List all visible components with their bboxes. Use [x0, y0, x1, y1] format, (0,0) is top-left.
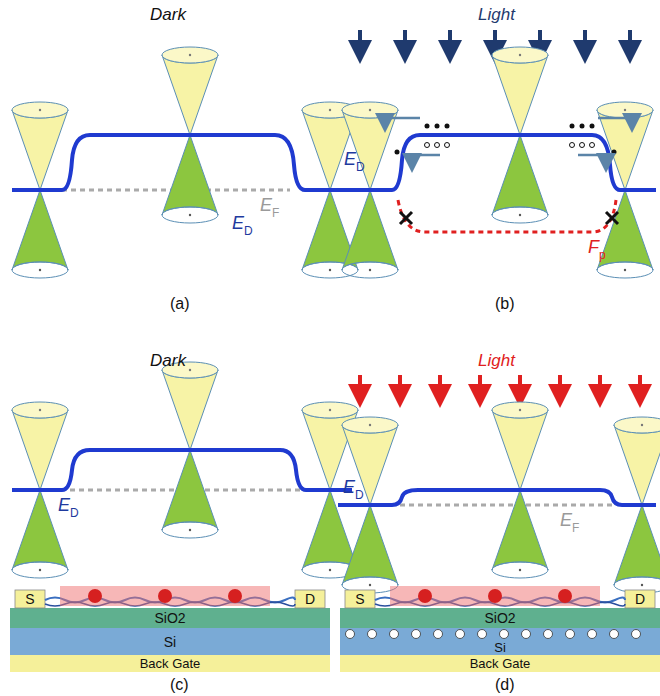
layer-label: Back Gate	[470, 657, 531, 670]
panel-label: (d)	[495, 677, 515, 693]
energy-subscript: p	[599, 249, 606, 261]
energy-subscript: D	[70, 507, 79, 519]
energy-subscript: F	[572, 522, 579, 534]
energy-symbol: E	[260, 196, 272, 214]
drain-electrode: D	[625, 590, 655, 608]
layer-label: S	[355, 592, 364, 606]
layer-label: D	[635, 592, 645, 606]
energy-symbol: E	[232, 214, 244, 232]
oxide-layer: SiO2	[10, 608, 330, 628]
layer-label: D	[305, 592, 315, 606]
panel-title: Light	[478, 352, 515, 369]
panel-label: (c)	[170, 677, 189, 693]
oxide-layer: SiO2	[340, 608, 660, 628]
panel-title: Dark	[150, 6, 186, 23]
energy-symbol: E	[344, 150, 356, 168]
energy-symbol: E	[343, 478, 355, 496]
energy-subscript: D	[355, 489, 364, 501]
silicon-layer: Si	[10, 628, 330, 655]
layer-label: SiO2	[484, 611, 515, 625]
energy-subscript: D	[356, 161, 365, 173]
back-gate-layer: Back Gate	[340, 655, 660, 672]
layer-label: S	[25, 592, 34, 606]
panel-title: Light	[478, 6, 515, 23]
source-electrode: S	[15, 590, 45, 608]
panel-title: Dark	[150, 352, 186, 369]
panel-label: (b)	[495, 296, 515, 312]
energy-symbol: E	[560, 511, 572, 529]
energy-subscript: F	[272, 207, 279, 219]
layer-label: Si	[164, 635, 176, 649]
energy-symbol: F	[588, 238, 599, 256]
panel-label: (a)	[170, 296, 190, 312]
layer-label: Si	[494, 641, 506, 654]
silicon-layer: Si	[340, 640, 660, 655]
energy-symbol: E	[58, 496, 70, 514]
drain-electrode: D	[295, 590, 325, 608]
energy-subscript: D	[244, 225, 253, 237]
back-gate-layer: Back Gate	[10, 655, 330, 672]
layer-label: SiO2	[154, 611, 185, 625]
layer-label: Back Gate	[140, 657, 201, 670]
source-electrode: S	[345, 590, 375, 608]
